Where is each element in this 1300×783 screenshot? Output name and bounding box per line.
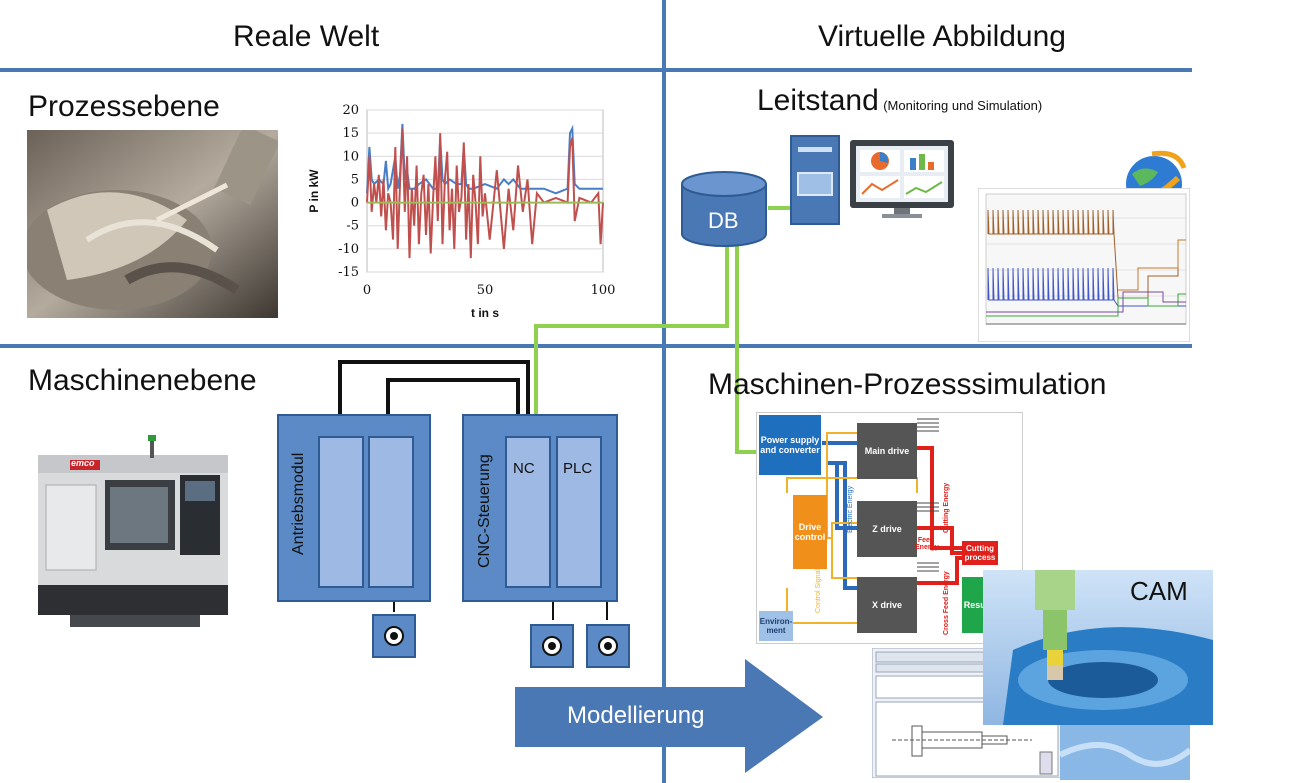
- db-label: DB: [708, 208, 739, 233]
- cnc-machine-photo: emco: [30, 435, 240, 640]
- nc-slot: [505, 436, 551, 588]
- x-tick-label: 50: [477, 283, 494, 298]
- nc-label: NC: [513, 460, 535, 477]
- y-tick-label: -5: [346, 219, 359, 234]
- y-tick-label: 0: [351, 196, 359, 211]
- cam-screenshot: CAM: [983, 570, 1213, 725]
- cnc-control-label: CNC-Steuerung: [476, 454, 493, 568]
- main-drive-block: Main drive: [857, 423, 917, 479]
- power-supply-block: Power supply and converter: [759, 415, 821, 475]
- y-tick-label: 15: [342, 126, 359, 141]
- machine-process-sim-title: Maschinen-Prozesssimulation: [708, 368, 1107, 401]
- environment-block: Environ-ment: [759, 611, 793, 641]
- monitor-dashboard-icon: [850, 140, 954, 218]
- x-tick-label: 0: [363, 283, 371, 298]
- y-axis-label: P in kW: [307, 169, 321, 213]
- vertical-divider: [662, 0, 666, 783]
- control-station-label: Leitstand: [757, 84, 879, 117]
- y-tick-label: -10: [338, 242, 359, 257]
- monitoring-screenshot: [978, 188, 1190, 342]
- control-station-title: Leitstand (Monitoring und Simulation): [757, 84, 1042, 118]
- y-tick-label: 10: [342, 149, 359, 164]
- server-icon: [790, 135, 840, 225]
- cutting-energy-label: Cutting Energy: [943, 482, 950, 533]
- background-wave: [1060, 725, 1190, 780]
- header-virtual-mapping: Virtuelle Abbildung: [818, 20, 1066, 53]
- series-line-2: [366, 128, 604, 259]
- cutting-process-block: Cutting process: [962, 541, 998, 565]
- control-station-note: (Monitoring und Simulation): [883, 98, 1043, 113]
- x-axis-label: t in s: [471, 306, 499, 320]
- middle-divider: [0, 344, 1192, 348]
- drive-slot-1: [318, 436, 364, 588]
- simulation-diagram: Power supply and converter Main drive Z …: [756, 412, 1023, 644]
- x-tick-label: 100: [591, 283, 616, 298]
- machine-level-title: Maschinenebene: [28, 364, 257, 397]
- electric-energy-label: Electric Energy: [847, 485, 854, 533]
- machine-brand-logo: emco: [71, 458, 95, 468]
- database-icon: [681, 171, 767, 247]
- process-level-title: Prozessebene: [28, 90, 220, 123]
- y-tick-label: -15: [338, 265, 359, 280]
- feed-energy-label: Feed Energy: [915, 537, 939, 551]
- plc-slot: [556, 436, 602, 588]
- y-tick-label: 20: [342, 103, 359, 118]
- x-drive-block: X drive: [857, 577, 917, 633]
- plc-sensor-1: [530, 624, 574, 668]
- header-real-world: Reale Welt: [233, 20, 380, 53]
- drive-sensor: [372, 614, 416, 658]
- cam-label: CAM: [1130, 576, 1188, 606]
- header-divider: [0, 68, 1192, 72]
- drive-slot-2: [368, 436, 414, 588]
- control-signal-label: Control Signal: [815, 569, 822, 613]
- z-drive-block: Z drive: [857, 501, 917, 557]
- drive-control-block: Drive control: [793, 495, 827, 569]
- plc-label: PLC: [563, 460, 593, 477]
- drive-module-label: Antriebsmodul: [290, 452, 307, 555]
- y-tick-label: 5: [351, 172, 359, 187]
- plc-sensor-2: [586, 624, 630, 668]
- modeling-arrow: [515, 659, 823, 773]
- modeling-arrow-label: Modellierung: [567, 702, 705, 729]
- cross-feed-energy-label: Cross Feed Energy: [943, 571, 950, 635]
- machining-photo: [27, 130, 278, 318]
